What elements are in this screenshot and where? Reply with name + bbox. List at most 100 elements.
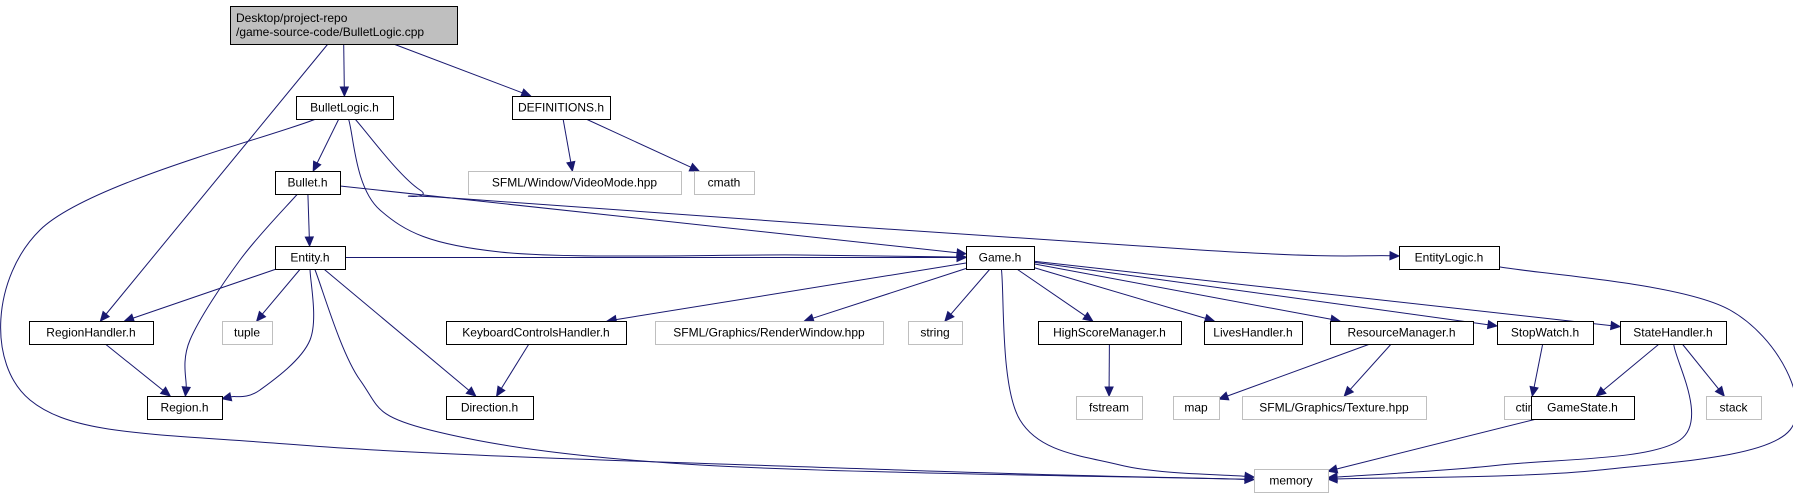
node-fstream: fstream xyxy=(1076,396,1143,420)
edge-arrowhead xyxy=(1326,464,1339,474)
node-lives_h[interactable]: LivesHandler.h xyxy=(1204,321,1303,345)
edge-arrowhead xyxy=(304,236,315,248)
node-label: GameState.h xyxy=(1547,401,1618,415)
node-string: string xyxy=(908,321,963,345)
edge-resource_h-to-texture xyxy=(1343,343,1392,397)
node-region_h[interactable]: Region.h xyxy=(147,396,223,420)
node-label: Game.h xyxy=(979,251,1022,265)
edge-arrowhead xyxy=(1610,320,1622,331)
node-label: stack xyxy=(1719,401,1748,415)
edge-root-to-bulletlogic_h xyxy=(339,43,350,98)
edge-line xyxy=(339,185,958,254)
node-label: BulletLogic.h xyxy=(310,101,379,115)
edge-line xyxy=(348,118,958,258)
edge-game_h-to-memory xyxy=(1000,268,1256,482)
node-label: StateHandler.h xyxy=(1633,326,1712,340)
node-box xyxy=(1620,321,1727,345)
node-entity_h[interactable]: Entity.h xyxy=(275,246,346,270)
node-label: KeyboardControlsHandler.h xyxy=(462,326,609,340)
edge-line xyxy=(323,268,470,391)
node-box xyxy=(1531,396,1635,420)
node-root[interactable]: Desktop/project-repo/game-source-code/Bu… xyxy=(230,6,458,45)
edge-line xyxy=(1033,260,1612,327)
edge-arrowhead xyxy=(1217,391,1230,401)
edge-arrowhead xyxy=(1082,311,1094,322)
edge-bullet_h-to-region_h xyxy=(181,193,298,398)
node-box xyxy=(966,246,1035,270)
node-box xyxy=(1254,469,1329,493)
node-label: map xyxy=(1184,401,1208,415)
node-label: tuple xyxy=(234,326,260,340)
edge-game_h-to-stopwatch_h xyxy=(1033,261,1499,330)
node-highscore_h[interactable]: HighScoreManager.h xyxy=(1038,321,1182,345)
edge-line xyxy=(1016,268,1086,317)
node-box xyxy=(230,6,458,45)
edge-line xyxy=(132,268,277,319)
nodes-layer: Desktop/project-repo/game-source-code/Bu… xyxy=(29,6,1762,493)
edge-line xyxy=(230,268,315,398)
edge-line xyxy=(314,268,1246,480)
edge-regionhandler_h-to-region_h xyxy=(104,343,172,397)
node-label: Desktop/project-repo xyxy=(236,11,348,25)
edge-arrowhead xyxy=(159,386,172,397)
node-definitions_h[interactable]: DEFINITIONS.h xyxy=(512,96,611,120)
edge-line xyxy=(1033,267,1206,319)
edge-arrowhead xyxy=(803,313,815,323)
edge-entity_h-to-region_h xyxy=(220,268,315,402)
edge-entity_h-to-tuple xyxy=(255,268,301,322)
edge-line xyxy=(1000,268,1246,477)
node-direction_h[interactable]: Direction.h xyxy=(446,396,534,420)
edge-line xyxy=(184,193,298,388)
node-label: Direction.h xyxy=(461,401,518,415)
edge-gamestate_h-to-memory xyxy=(1326,418,1537,474)
node-statehandler_h[interactable]: StateHandler.h xyxy=(1620,321,1727,345)
edge-line xyxy=(307,193,310,238)
edge-line xyxy=(343,43,345,88)
edges-layer xyxy=(0,43,1793,485)
node-keyboard_h[interactable]: KeyboardControlsHandler.h xyxy=(446,321,627,345)
edge-arrowhead xyxy=(520,88,532,98)
edge-definitions_h-to-cmath xyxy=(585,118,701,172)
edge-keyboard_h-to-direction_h xyxy=(495,343,530,398)
node-cmath: cmath xyxy=(694,171,755,195)
node-box xyxy=(655,321,884,345)
edge-arrowhead xyxy=(1343,385,1355,397)
edge-line xyxy=(393,43,523,94)
node-resource_h[interactable]: ResourceManager.h xyxy=(1330,321,1474,345)
node-box xyxy=(275,171,341,195)
edge-arrowhead xyxy=(220,392,233,402)
node-regionhandler_h[interactable]: RegionHandler.h xyxy=(29,321,154,345)
edge-bullet_h-to-entity_h xyxy=(304,193,315,248)
node-bulletlogic_h[interactable]: BulletLogic.h xyxy=(296,96,394,120)
node-box xyxy=(1242,396,1427,420)
node-box xyxy=(446,396,534,420)
edge-line xyxy=(615,262,967,321)
node-box xyxy=(1330,321,1474,345)
edge-bulletlogic_h-to-entitylogic_h xyxy=(354,118,1401,261)
edge-arrowhead xyxy=(339,86,350,98)
edge-line xyxy=(1533,343,1544,388)
node-label: string xyxy=(920,326,949,340)
node-entitylogic_h[interactable]: EntityLogic.h xyxy=(1399,246,1500,270)
edge-game_h-to-highscore_h xyxy=(1016,268,1094,322)
node-label: memory xyxy=(1269,474,1312,488)
node-label: DEFINITIONS.h xyxy=(518,101,604,115)
edge-arrowhead xyxy=(1486,319,1499,330)
edge-line xyxy=(354,118,1391,257)
node-bullet_h[interactable]: Bullet.h xyxy=(275,171,341,195)
edge-statehandler_h-to-stack xyxy=(1681,343,1725,397)
edge-line xyxy=(812,268,967,319)
edge-arrowhead xyxy=(495,385,506,398)
edge-line xyxy=(316,118,340,164)
edge-entity_h-to-regionhandler_h xyxy=(123,268,277,323)
node-label: Entity.h xyxy=(290,251,329,265)
node-label: Region.h xyxy=(160,401,208,415)
node-gamestate_h[interactable]: GameState.h xyxy=(1531,396,1635,420)
node-label: fstream xyxy=(1089,401,1129,415)
node-game_h[interactable]: Game.h xyxy=(966,246,1035,270)
edge-arrowhead xyxy=(688,162,701,172)
edge-arrowhead xyxy=(1326,474,1338,484)
edge-resource_h-to-map xyxy=(1217,343,1371,401)
node-stopwatch_h[interactable]: StopWatch.h xyxy=(1497,321,1594,345)
node-tuple: tuple xyxy=(222,321,273,345)
